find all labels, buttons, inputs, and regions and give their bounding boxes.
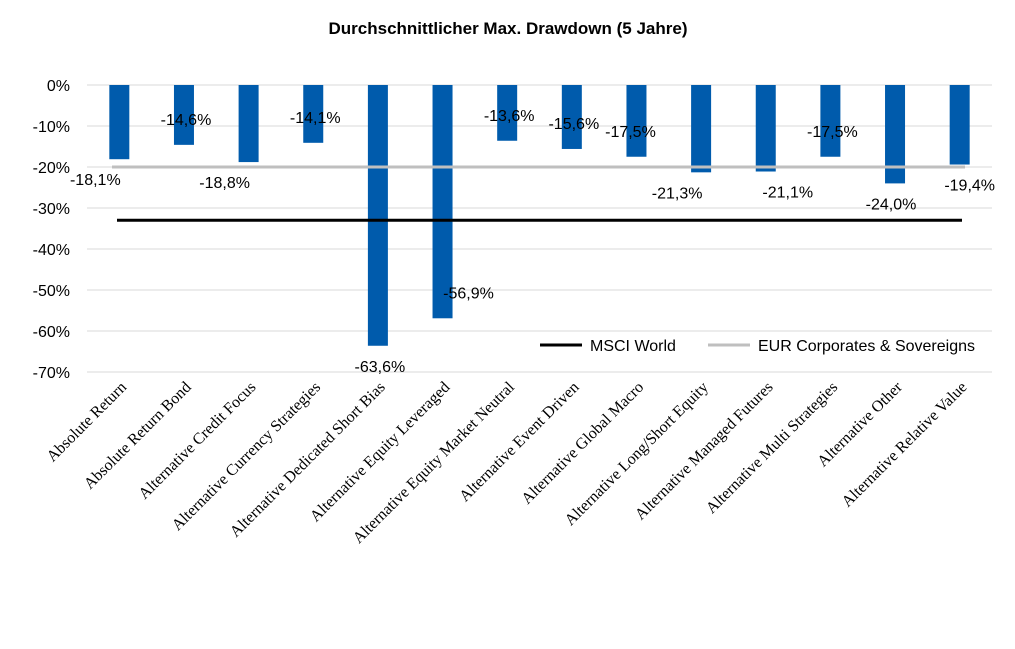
y-tick-label: -40% — [33, 242, 70, 259]
y-tick-label: -70% — [33, 365, 70, 382]
bar — [238, 85, 259, 163]
data-label: -63,6% — [355, 359, 406, 376]
x-tick-label: Absolute Return Bond — [81, 379, 195, 493]
chart-title: Durchschnittlicher Max. Drawdown (5 Jahr… — [329, 19, 688, 38]
data-label: -21,1% — [762, 185, 813, 202]
data-label: -19,4% — [944, 178, 995, 195]
data-label: -17,5% — [807, 124, 858, 141]
data-label: -18,1% — [70, 172, 121, 189]
reference-lines — [112, 165, 965, 222]
bar — [885, 85, 906, 184]
legend-label: MSCI World — [590, 338, 676, 355]
bar — [755, 85, 776, 172]
y-axis-tick-labels: 0% -10% -20% -30% -40% -50% -60% -70% — [33, 78, 70, 382]
y-tick-label: -20% — [33, 160, 70, 177]
x-tick-label: Alternative Managed Futures — [632, 379, 777, 524]
y-tick-label: 0% — [47, 78, 70, 95]
data-label: -17,5% — [605, 124, 656, 141]
bar — [820, 85, 841, 157]
bar — [497, 85, 518, 141]
data-label: -14,6% — [161, 112, 212, 129]
bar — [561, 85, 582, 149]
x-tick-label: Alternative Event Driven — [456, 379, 582, 505]
data-label: -24,0% — [866, 196, 917, 213]
y-tick-label: -30% — [33, 201, 70, 218]
x-tick-label: Alternative Global Macro — [518, 379, 647, 508]
bar — [949, 85, 970, 165]
x-tick-label: Alternative Credit Focus — [136, 379, 260, 503]
y-tick-label: -50% — [33, 283, 70, 300]
legend: MSCI World EUR Corporates & Sovereigns — [540, 338, 975, 355]
data-label: -13,6% — [484, 108, 535, 125]
bar — [367, 85, 388, 346]
bars — [109, 85, 970, 346]
data-label: -15,6% — [548, 116, 599, 133]
bar — [303, 85, 324, 143]
x-tick-label: Alternative Multi Strategies — [703, 379, 841, 517]
bar — [691, 85, 712, 173]
data-labels: -18,1% -14,6% -18,8% -14,1% -63,6% -56,9% -13,… — [70, 108, 995, 376]
data-label: -56,9% — [443, 285, 494, 302]
bar — [109, 85, 130, 160]
bar — [173, 85, 194, 145]
y-tick-label: -60% — [33, 324, 70, 341]
bar — [432, 85, 453, 319]
data-label: -18,8% — [199, 175, 250, 192]
legend-label: EUR Corporates & Sovereigns — [758, 338, 975, 355]
data-label: -14,1% — [290, 110, 341, 127]
bar — [626, 85, 647, 157]
x-tick-label: Alternative Relative Value — [839, 379, 971, 511]
y-tick-label: -10% — [33, 119, 70, 136]
data-label: -21,3% — [652, 185, 703, 202]
